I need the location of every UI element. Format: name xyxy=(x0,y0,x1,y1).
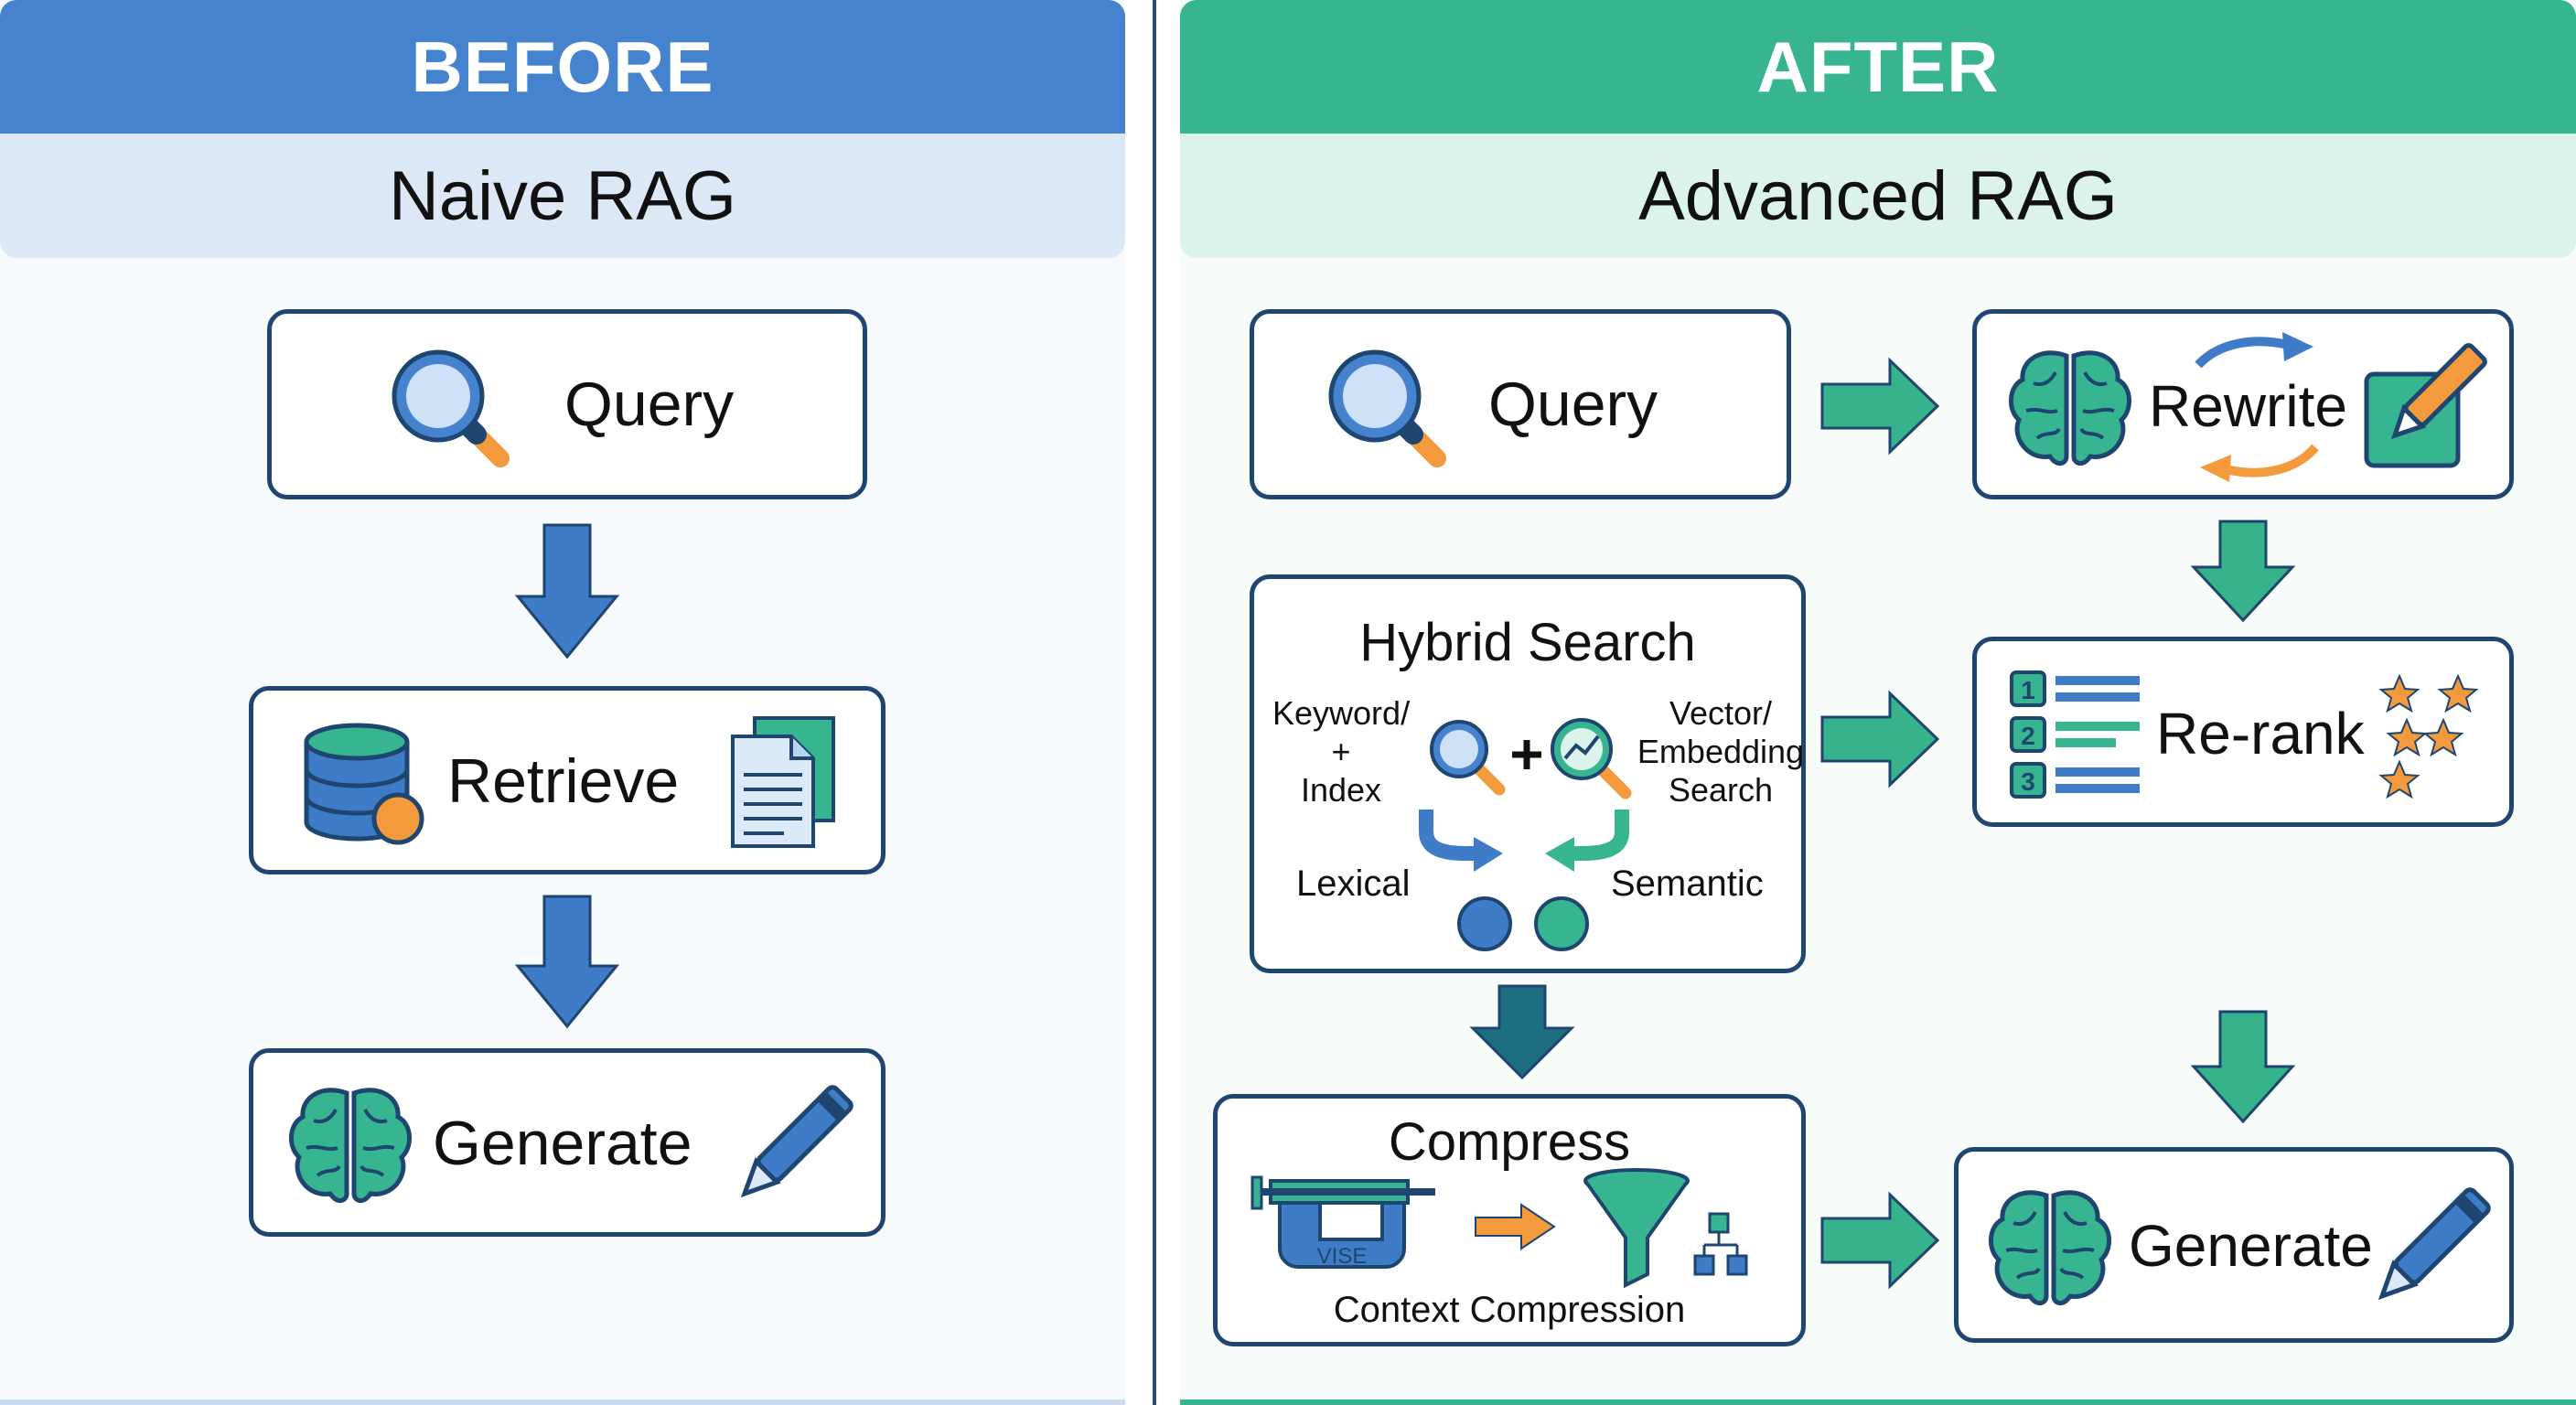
vise-icon: VISE xyxy=(1250,1175,1435,1269)
document-icon xyxy=(731,716,835,848)
before-title: Naive RAG xyxy=(0,134,1125,258)
arrow-down-icon xyxy=(2190,520,2296,623)
funnel-icon xyxy=(1583,1168,1748,1289)
after-panel: AFTER Advanced RAG Query Rewrite xyxy=(1180,0,2576,1405)
before-panel: BEFORE Naive RAG Query Retrieve xyxy=(0,0,1125,1405)
before-header: BEFORE xyxy=(0,0,1125,134)
after-generate-label: Generate xyxy=(2129,1213,2373,1279)
ranked-list-icon: 1 2 3 xyxy=(2010,670,2140,799)
compress-title: Compress xyxy=(1388,1112,1631,1172)
merge-arrow-right-icon xyxy=(1545,810,1629,872)
magnifier-icon xyxy=(392,349,510,467)
arrow-right-icon xyxy=(1820,1191,1940,1290)
rank-1: 1 xyxy=(2021,676,2035,704)
curved-arrow-icon xyxy=(2195,332,2313,369)
arrow-right-icon xyxy=(1820,690,1940,788)
arrow-right-icon xyxy=(1820,357,1940,456)
before-query-label: Query xyxy=(564,370,735,439)
arrow-down-icon xyxy=(1469,984,1575,1080)
hybrid-search-title: Hybrid Search xyxy=(1359,613,1696,672)
after-query-label: Query xyxy=(1488,370,1658,439)
rewrite-box: Rewrite xyxy=(1972,309,2514,499)
brain-icon xyxy=(1989,1190,2111,1305)
rank-2: 2 xyxy=(2021,722,2035,750)
rewrite-label: Rewrite xyxy=(2149,373,2347,439)
results-dots-icon xyxy=(1457,896,1589,951)
rerank-box: 1 2 3 Re-rank xyxy=(1972,637,2514,827)
after-bottom-border xyxy=(1180,1400,2576,1405)
brain-icon xyxy=(2009,350,2131,466)
keyword-label: Keyword/ + Index xyxy=(1272,694,1411,809)
before-generate-box: Generate xyxy=(249,1048,886,1237)
before-query-box: Query xyxy=(267,309,867,499)
brain-icon xyxy=(289,1088,412,1203)
after-title: Advanced RAG xyxy=(1180,134,2576,258)
arrow-down-icon xyxy=(514,895,620,1029)
pen-icon xyxy=(740,1085,853,1198)
after-query-box: Query xyxy=(1250,309,1791,499)
after-header: AFTER xyxy=(1180,0,2576,134)
hybrid-search-box: Hybrid Search Keyword/ + Index Vector/ E… xyxy=(1250,574,1806,973)
compress-arrow-icon xyxy=(1475,1203,1556,1250)
stars-icon xyxy=(2378,673,2479,799)
vector-search-icon xyxy=(1551,718,1632,799)
before-retrieve-box: Retrieve xyxy=(249,686,886,874)
rerank-label: Re-rank xyxy=(2156,701,2365,767)
merge-arrow-left-icon xyxy=(1419,810,1503,872)
arrow-down-icon xyxy=(2190,1010,2296,1124)
rank-3: 3 xyxy=(2021,767,2035,796)
semantic-label: Semantic xyxy=(1611,863,1764,904)
before-generate-label: Generate xyxy=(433,1109,692,1178)
edit-pencil-icon xyxy=(2364,343,2487,468)
keyword-search-icon xyxy=(1430,720,1506,796)
after-generate-box: Generate xyxy=(1954,1147,2514,1343)
context-compression-caption: Context Compression xyxy=(1333,1290,1686,1330)
vise-label: VISE xyxy=(1317,1244,1368,1269)
panel-divider xyxy=(1153,0,1156,1405)
database-icon xyxy=(304,723,424,845)
plus-icon xyxy=(1512,740,1541,769)
magnifier-icon xyxy=(1328,349,1446,467)
arrow-down-icon xyxy=(514,523,620,660)
curved-arrow-icon xyxy=(2200,444,2319,482)
compress-box: Compress VISE Context Compression xyxy=(1213,1094,1806,1346)
before-retrieve-label: Retrieve xyxy=(447,746,680,816)
before-bottom-border xyxy=(0,1400,1125,1405)
pen-icon xyxy=(2377,1187,2491,1301)
lexical-label: Lexical xyxy=(1296,863,1411,904)
vector-label: Vector/ Embedding Search xyxy=(1637,694,1805,809)
